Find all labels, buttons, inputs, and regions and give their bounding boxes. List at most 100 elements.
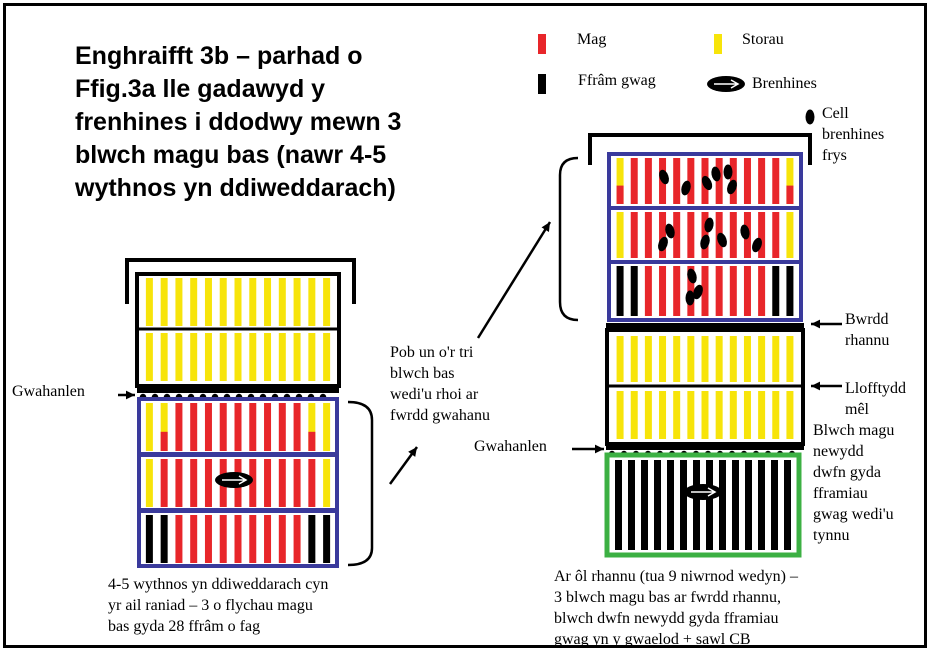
- left-brood-1-frame: [219, 403, 227, 451]
- left-brood-1-frame: [264, 403, 272, 451]
- left-brood-1-frame: [323, 403, 331, 451]
- left-brood-bracket: [347, 400, 374, 567]
- left-super-2-frame: [175, 333, 183, 381]
- left-super-2-frame: [234, 333, 242, 381]
- right-super-2-frame: [673, 391, 681, 439]
- right-new-deep-box: [604, 452, 802, 558]
- left-brood-2-frame: [323, 459, 331, 507]
- legend-mag-label: Mag: [577, 31, 607, 48]
- right-super-2-frame: [630, 391, 638, 439]
- left-super-2-frame: [204, 333, 212, 381]
- right-brood-2-frame: [644, 212, 652, 258]
- right-super-1-frame: [758, 336, 766, 382]
- gwahanlen-left-label: Gwahanlen: [12, 383, 85, 400]
- left-brood-2-frame: [160, 459, 168, 507]
- right-brood-1-frame: [630, 158, 638, 204]
- right-brood-2-frame: [659, 212, 667, 258]
- left-super-2-frame: [219, 333, 227, 381]
- right-brood-3-frame: [616, 266, 624, 316]
- left-super-1-frame: [234, 278, 242, 326]
- right-super-2-frame: [729, 391, 737, 439]
- right-super-1-frame: [729, 336, 737, 382]
- right-super-2-frame: [687, 391, 695, 439]
- right-super-2-frame: [616, 391, 624, 439]
- left-brood-1-frame: [249, 403, 257, 451]
- right-split-board: [606, 323, 804, 329]
- left-brood-3-frame: [278, 515, 286, 563]
- left-brood-1-frame: [190, 403, 198, 451]
- right-queen-icon-arrow-mark: [691, 487, 717, 497]
- left-super-1-frame: [190, 278, 198, 326]
- queen-cell: [727, 179, 737, 195]
- left-super-2-frame: [308, 333, 316, 381]
- left-brood-3-frame: [234, 515, 242, 563]
- left-queen-icon-arrow-mark: [222, 475, 248, 485]
- right-queen-excluder-bar: [606, 444, 804, 450]
- right-super-1-frame: [616, 336, 624, 382]
- left-brood-3-frame: [160, 515, 168, 563]
- right-deep-box-frame: [667, 460, 674, 550]
- right-brood-1-frame: [687, 158, 695, 204]
- left-super-1-frame: [323, 278, 331, 326]
- caption-left: 4-5 wythnos yn ddiweddarach cyn yr ail r…: [108, 576, 329, 635]
- left-brood-2-frame: [190, 459, 198, 507]
- right-super-2-frame: [659, 391, 667, 439]
- right-brood-2-frame: [616, 212, 624, 258]
- right-brood-1-frame: [616, 158, 624, 204]
- right-brood-1-frame: [743, 158, 751, 204]
- left-super-1-frame: [219, 278, 227, 326]
- queen-cell: [693, 284, 703, 300]
- left-brood-1-frame: [278, 403, 286, 451]
- right-brood-2-frame: [673, 212, 681, 258]
- gwahanlen-right-label: Gwahanlen: [474, 438, 547, 455]
- queen-cell: [701, 175, 713, 191]
- queen-cell: [658, 236, 668, 252]
- right-deep-box-frame: [758, 460, 765, 550]
- left-hive-roof: [125, 258, 356, 304]
- queen-cell: [740, 224, 750, 240]
- pob-un-arrow-upper: [476, 221, 552, 339]
- left-brood-1-frame: [160, 403, 168, 451]
- left-brood-1-frame: [175, 403, 183, 451]
- left-super-2-frame: [278, 333, 286, 381]
- queen-cell: [659, 169, 669, 185]
- left-brood-3-frame: [175, 515, 183, 563]
- legend-storau-swatch: [714, 34, 722, 54]
- queen-cell: [711, 166, 721, 182]
- right-brood-3-frame: [786, 266, 794, 316]
- pob-un-label: Pob un o'r tri blwch bas wedi'u rhoi ar …: [390, 344, 490, 424]
- right-brood-3-frame: [743, 266, 751, 316]
- right-brood-3-frame: [644, 266, 652, 316]
- left-brood-3-frame: [219, 515, 227, 563]
- pob-un-arrow-lower-head: [408, 447, 417, 457]
- right-brood-1-frame: [786, 158, 794, 204]
- left-brood-2-frame: [308, 459, 316, 507]
- right-deep-box-frame: [615, 460, 622, 550]
- llofftydd-arrow-head: [811, 381, 821, 391]
- left-super-1-frame: [249, 278, 257, 326]
- left-super-2-frame: [293, 333, 301, 381]
- right-brood-1-frame-brood-part: [616, 185, 624, 204]
- left-brood-2-frame: [264, 459, 272, 507]
- right-brood-1-frame: [673, 158, 681, 204]
- left-super-2-frame: [264, 333, 272, 381]
- left-super-2-frame: [323, 333, 331, 381]
- right-deep-box-frame: [719, 460, 726, 550]
- right-brood-1-frame-brood-part: [786, 185, 794, 204]
- left-super-1-frame: [145, 278, 153, 326]
- right-brood-1-frame: [715, 158, 723, 204]
- left-super-1-frame: [264, 278, 272, 326]
- right-deep-box-frame: [784, 460, 791, 550]
- right-super-2-frame: [715, 391, 723, 439]
- left-brood-2-frame: [293, 459, 301, 507]
- queen-cell: [723, 164, 733, 180]
- right-brood-box-3: [607, 260, 803, 322]
- left-super-1-frame: [308, 278, 316, 326]
- right-deep-box-frame: [680, 460, 687, 550]
- left-brood-2-frame: [175, 459, 183, 507]
- right-brood-1-frame: [644, 158, 652, 204]
- blwch-newydd-label: Blwch magu newydd dwfn gyda fframiau gwa…: [813, 422, 895, 544]
- left-brood-1-frame-brood-part: [160, 431, 168, 451]
- right-super-1-frame: [701, 336, 709, 382]
- right-brood-2-frame: [758, 212, 766, 258]
